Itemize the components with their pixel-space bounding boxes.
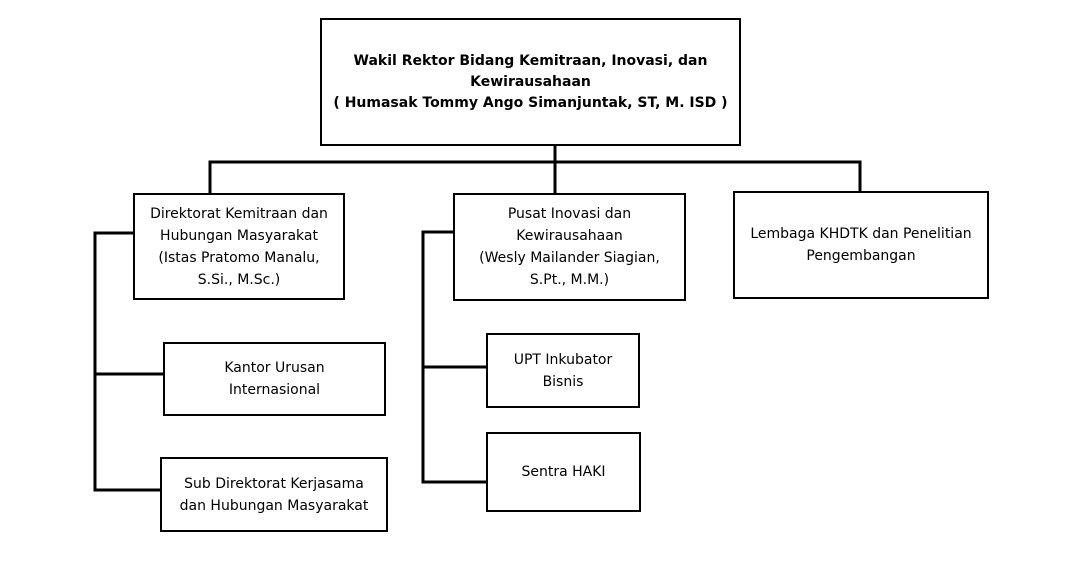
international-office-line-1: Kantor Urusan xyxy=(224,360,325,376)
incubator-box: UPT Inkubator Bisnis xyxy=(486,333,640,408)
directorate-line-4: S.Si., M.Sc.) xyxy=(197,271,281,288)
directorate-line-3: (Istas Pratomo Manalu, xyxy=(158,249,320,266)
vice-rector-name-line: ( Humasak Tommy Ango Simanjuntak, ST, M.… xyxy=(333,94,728,111)
directorate-line-1: Direktorat Kemitraan dan xyxy=(150,205,328,222)
directorate-box: Direktorat Kemitraan dan Hubungan Masyar… xyxy=(133,193,345,300)
innovation-center-line-4: S.Pt., M.M.) xyxy=(529,272,610,288)
innovation-center-line-1: Pusat Inovasi dan xyxy=(507,206,632,222)
khdtk-box: Lembaga KHDTK dan Penelitian Pengembanga… xyxy=(733,191,989,299)
vice-rector-box: Wakil Rektor Bidang Kemitraan, Inovasi, … xyxy=(320,18,741,146)
innovation-center-line-2: Kewirausahaan xyxy=(516,228,623,244)
khdtk-line-1: Lembaga KHDTK dan Penelitian xyxy=(750,226,972,242)
incubator-line-1: UPT Inkubator xyxy=(513,351,613,368)
sub-directorate-box: Sub Direktorat Kerjasama dan Hubungan Ma… xyxy=(160,457,388,532)
sub-directorate-line-2: dan Hubungan Masyarakat xyxy=(179,497,369,514)
haki-line-1: Sentra HAKI xyxy=(521,464,606,480)
vice-rector-title-line-1: Wakil Rektor Bidang Kemitraan, Inovasi, … xyxy=(353,52,708,69)
innovation-center-box: Pusat Inovasi dan Kewirausahaan (Wesly M… xyxy=(453,193,686,301)
international-office-box: Kantor Urusan Internasional xyxy=(163,342,386,416)
directorate-line-2: Hubungan Masyarakat xyxy=(160,227,318,244)
international-office-line-2: Internasional xyxy=(228,382,321,398)
incubator-line-2: Bisnis xyxy=(542,373,584,390)
sub-directorate-line-1: Sub Direktorat Kerjasama xyxy=(184,475,364,492)
vice-rector-title-line-2: Kewirausahaan xyxy=(470,73,591,90)
khdtk-line-2: Pengembangan xyxy=(806,248,916,264)
innovation-center-line-3: (Wesly Mailander Siagian, xyxy=(479,250,660,266)
haki-box: Sentra HAKI xyxy=(486,432,641,512)
